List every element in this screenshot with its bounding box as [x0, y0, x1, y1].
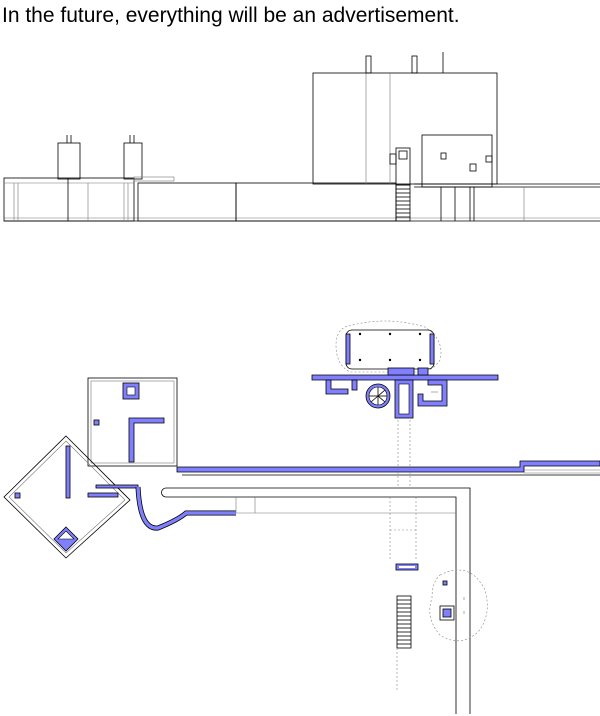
plan-pillar [14, 492, 21, 499]
plan-point [418, 332, 422, 336]
plan-drawing [3, 320, 600, 714]
tall-block [312, 72, 498, 185]
plan-diamond-core-hole [57, 530, 75, 540]
plan-spiral-treads [369, 387, 387, 405]
chimney-left [57, 142, 81, 180]
plan-stair [396, 595, 412, 649]
plan-column-hole [126, 386, 136, 396]
roof-stack [365, 55, 372, 74]
plan-long-wall [176, 460, 600, 473]
tower-side [389, 153, 397, 165]
plan-wall-short [87, 492, 119, 498]
plan-roof-outline [335, 320, 442, 373]
plan-blob-core [442, 608, 452, 618]
plan-wall-short [95, 484, 139, 489]
plan-diamond-inner [8, 440, 126, 554]
plan-blob-room [439, 605, 455, 621]
elevation-drawing [3, 52, 600, 222]
stair-treads [396, 188, 410, 218]
caption-text: In the future, everything will be an adv… [2, 4, 460, 27]
plan-point [358, 332, 362, 336]
stair-elevation [395, 184, 411, 222]
gallery-block [137, 182, 237, 222]
plan-blob-outline [429, 569, 488, 642]
plan-wall-l [325, 379, 349, 395]
pavilion-window [485, 155, 493, 163]
plan-diamond-room [3, 435, 131, 559]
plan-corridor-top [166, 487, 471, 714]
plan-point [358, 358, 362, 362]
plan-shaft-inner [398, 383, 410, 415]
plan-upper-wall [429, 333, 435, 365]
plan-point [388, 358, 392, 362]
left-wing-volume [3, 177, 135, 222]
pavilion-window [440, 152, 447, 160]
canopy [133, 176, 175, 182]
plan-curved-wall-outline [135, 486, 236, 531]
tower-frame [395, 147, 411, 186]
plan-pillar [442, 580, 448, 586]
plan-wall-stub [387, 367, 415, 376]
long-wall [235, 182, 397, 222]
plan-corridor-bottom [166, 496, 457, 714]
plan-wall-stub [417, 367, 429, 376]
plan-point [388, 332, 392, 336]
plan-room-small [417, 379, 448, 407]
pavilion-window [469, 163, 477, 172]
plan-wall-vertical [65, 445, 71, 499]
plan-wall-stub [351, 379, 358, 391]
roof-stack [411, 55, 418, 74]
plan-upper-wall [345, 333, 351, 365]
tower-window [398, 150, 408, 160]
plan-corridor-end [161, 487, 167, 498]
plan-stair-treads [397, 599, 411, 645]
plan-pillar [93, 419, 100, 426]
plan-upper-room [345, 329, 435, 370]
plan-point [418, 358, 422, 362]
plan-curved-wall [136, 486, 236, 530]
plan-wall-l [128, 417, 165, 463]
plan-room-inner [90, 380, 175, 464]
plan-terrace-wall [311, 374, 499, 381]
chimney-right [123, 142, 143, 180]
plan-small-wall-gap [399, 566, 415, 568]
plan-room-square [87, 377, 178, 467]
pavilion-box [421, 134, 493, 188]
